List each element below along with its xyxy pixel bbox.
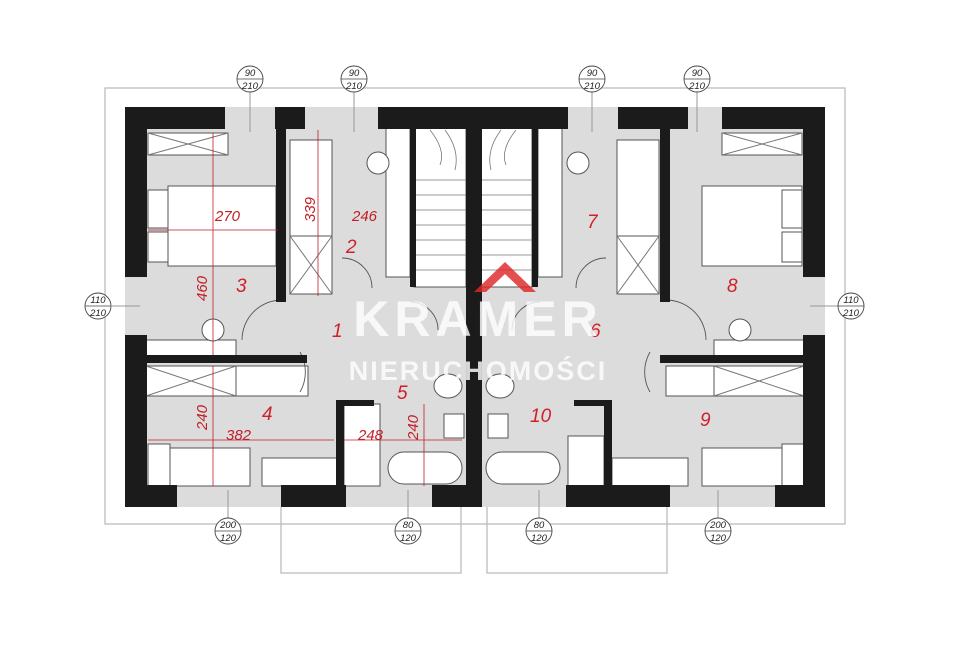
dim-room4-length: 240 — [194, 404, 211, 431]
opening-tag-bottom-b: 80 120 — [394, 490, 422, 545]
svg-text:210: 210 — [89, 308, 107, 319]
room-number-6: 6 — [590, 321, 601, 342]
room-number-5: 5 — [397, 383, 408, 404]
svg-text:110: 110 — [90, 295, 106, 306]
watermark-logo: KRAMER NIERUCHOMOŚCI — [349, 262, 608, 386]
svg-text:80: 80 — [403, 520, 414, 531]
furniture-left — [145, 126, 465, 487]
watermark-brand: KRAMER — [353, 291, 602, 347]
terrace-right — [486, 504, 668, 574]
room-number-7: 7 — [587, 212, 599, 233]
svg-text:90: 90 — [349, 68, 360, 79]
svg-text:210: 210 — [842, 308, 860, 319]
opening-tag-top-b: 90 210 — [340, 65, 368, 132]
room-number-8: 8 — [727, 276, 738, 297]
dim-room3-width: 270 — [214, 208, 241, 225]
dim-room5-length: 240 — [405, 414, 422, 441]
dim-room2-width: 246 — [351, 208, 378, 225]
svg-text:210: 210 — [583, 81, 601, 92]
svg-text:90: 90 — [692, 68, 703, 79]
watermark-subtitle: NIERUCHOMOŚCI — [349, 355, 608, 386]
opening-tag-left: 110 210 — [84, 292, 140, 320]
dim-room2-length: 339 — [302, 196, 319, 222]
svg-text:210: 210 — [688, 81, 706, 92]
terrace-left — [280, 504, 462, 574]
svg-text:200: 200 — [709, 520, 727, 531]
staircase-left — [413, 126, 467, 288]
dim-room5-width: 248 — [357, 427, 384, 444]
roof-icon — [474, 262, 536, 292]
walls — [125, 107, 825, 507]
room-number-3: 3 — [236, 276, 247, 297]
opening-tag-bottom-c: 80 120 — [525, 490, 553, 545]
opening-tag-top-a: 90 210 — [236, 65, 264, 132]
dim-room3-length: 460 — [194, 275, 211, 301]
opening-tag-bottom-d: 200 120 — [704, 490, 732, 545]
opening-tag-bottom-a: 200 120 — [214, 490, 242, 545]
room-number-9: 9 — [700, 410, 711, 431]
room-number-4: 4 — [262, 404, 273, 425]
dimension-lines — [148, 130, 462, 486]
svg-text:120: 120 — [400, 533, 417, 544]
svg-text:210: 210 — [241, 81, 259, 92]
svg-text:120: 120 — [710, 533, 727, 544]
staircase-right — [479, 126, 533, 288]
svg-text:120: 120 — [531, 533, 548, 544]
room-number-10: 10 — [530, 406, 552, 427]
svg-text:210: 210 — [345, 81, 363, 92]
svg-text:90: 90 — [245, 68, 256, 79]
room-number-2: 2 — [345, 237, 357, 258]
svg-text:90: 90 — [587, 68, 598, 79]
opening-tag-top-c: 90 210 — [578, 65, 606, 132]
dim-room4-width: 382 — [226, 427, 252, 444]
opening-tag-right: 110 210 — [810, 292, 865, 320]
svg-text:110: 110 — [843, 295, 859, 306]
opening-tag-top-d: 90 210 — [683, 65, 711, 132]
svg-text:120: 120 — [220, 533, 237, 544]
svg-text:80: 80 — [534, 520, 545, 531]
room-number-1: 1 — [332, 321, 343, 342]
svg-text:200: 200 — [219, 520, 237, 531]
